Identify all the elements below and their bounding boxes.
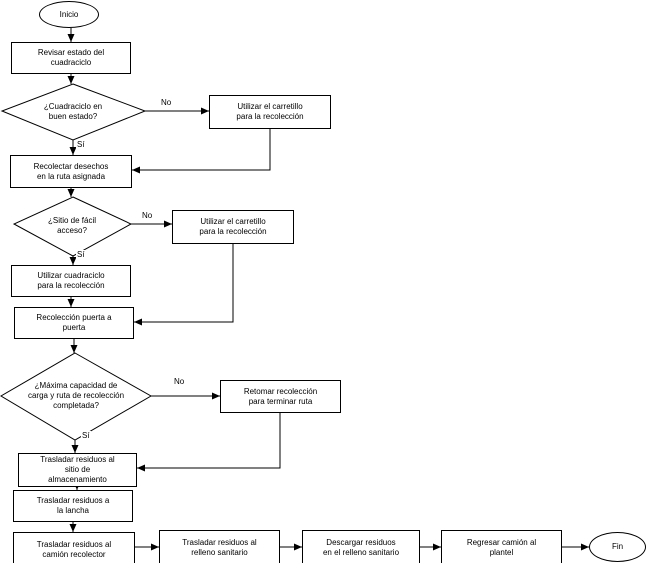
process-recolectar-desechos: Recolectar desechos en la ruta asignada: [10, 155, 132, 188]
process-revisar-estado: Revisar estado del cuadraciclo: [11, 42, 131, 74]
branch-si-1: Sí: [76, 140, 86, 149]
edge-retomar-to-almacen: [137, 413, 281, 472]
process-lancha: Trasladar residuos a la lancha: [13, 490, 133, 522]
edge-carretillo2-to-puerta: [134, 244, 234, 326]
decision-capacidad-shape: [0, 352, 153, 441]
branch-no-3: No: [173, 377, 186, 386]
process-carretillo-2: Utilizar el carretillo para la recolecci…: [172, 210, 294, 244]
end-label: Fin: [611, 542, 624, 551]
branch-no-1: No: [160, 98, 173, 107]
process-retomar-recoleccion: Retomar recolección para terminar ruta: [220, 380, 341, 413]
branch-si-2: Sí: [76, 250, 86, 259]
end-terminator: Fin: [589, 532, 646, 562]
process-carretillo-1: Utilizar el carretillo para la recolecci…: [209, 95, 331, 129]
start-label: Inicio: [59, 9, 79, 19]
branch-no-2: No: [141, 211, 154, 220]
process-almacenamiento: Trasladar residuos al sitio de almacenam…: [18, 453, 137, 487]
branch-si-3: Sí: [81, 431, 91, 440]
decision-buen-estado-shape: [0, 83, 147, 141]
process-cuadraciclo: Utilizar cuadraciclo para la recolección: [11, 265, 131, 297]
edge-carretillo1-to-recolectar: [132, 129, 271, 174]
process-regresar-camion: Regresar camión al plantel: [441, 530, 562, 563]
process-relleno-sanitario: Trasladar residuos al relleno sanitario: [159, 530, 280, 563]
start-terminator: Inicio: [39, 1, 99, 28]
decision-facil-acceso-shape: [12, 196, 133, 257]
process-camion-recolector: Trasladar residuos al camión recolector: [13, 532, 135, 563]
process-descargar-residuos: Descargar residuos en el relleno sanitar…: [302, 530, 420, 563]
process-puerta-a-puerta: Recolección puerta a puerta: [14, 307, 134, 339]
